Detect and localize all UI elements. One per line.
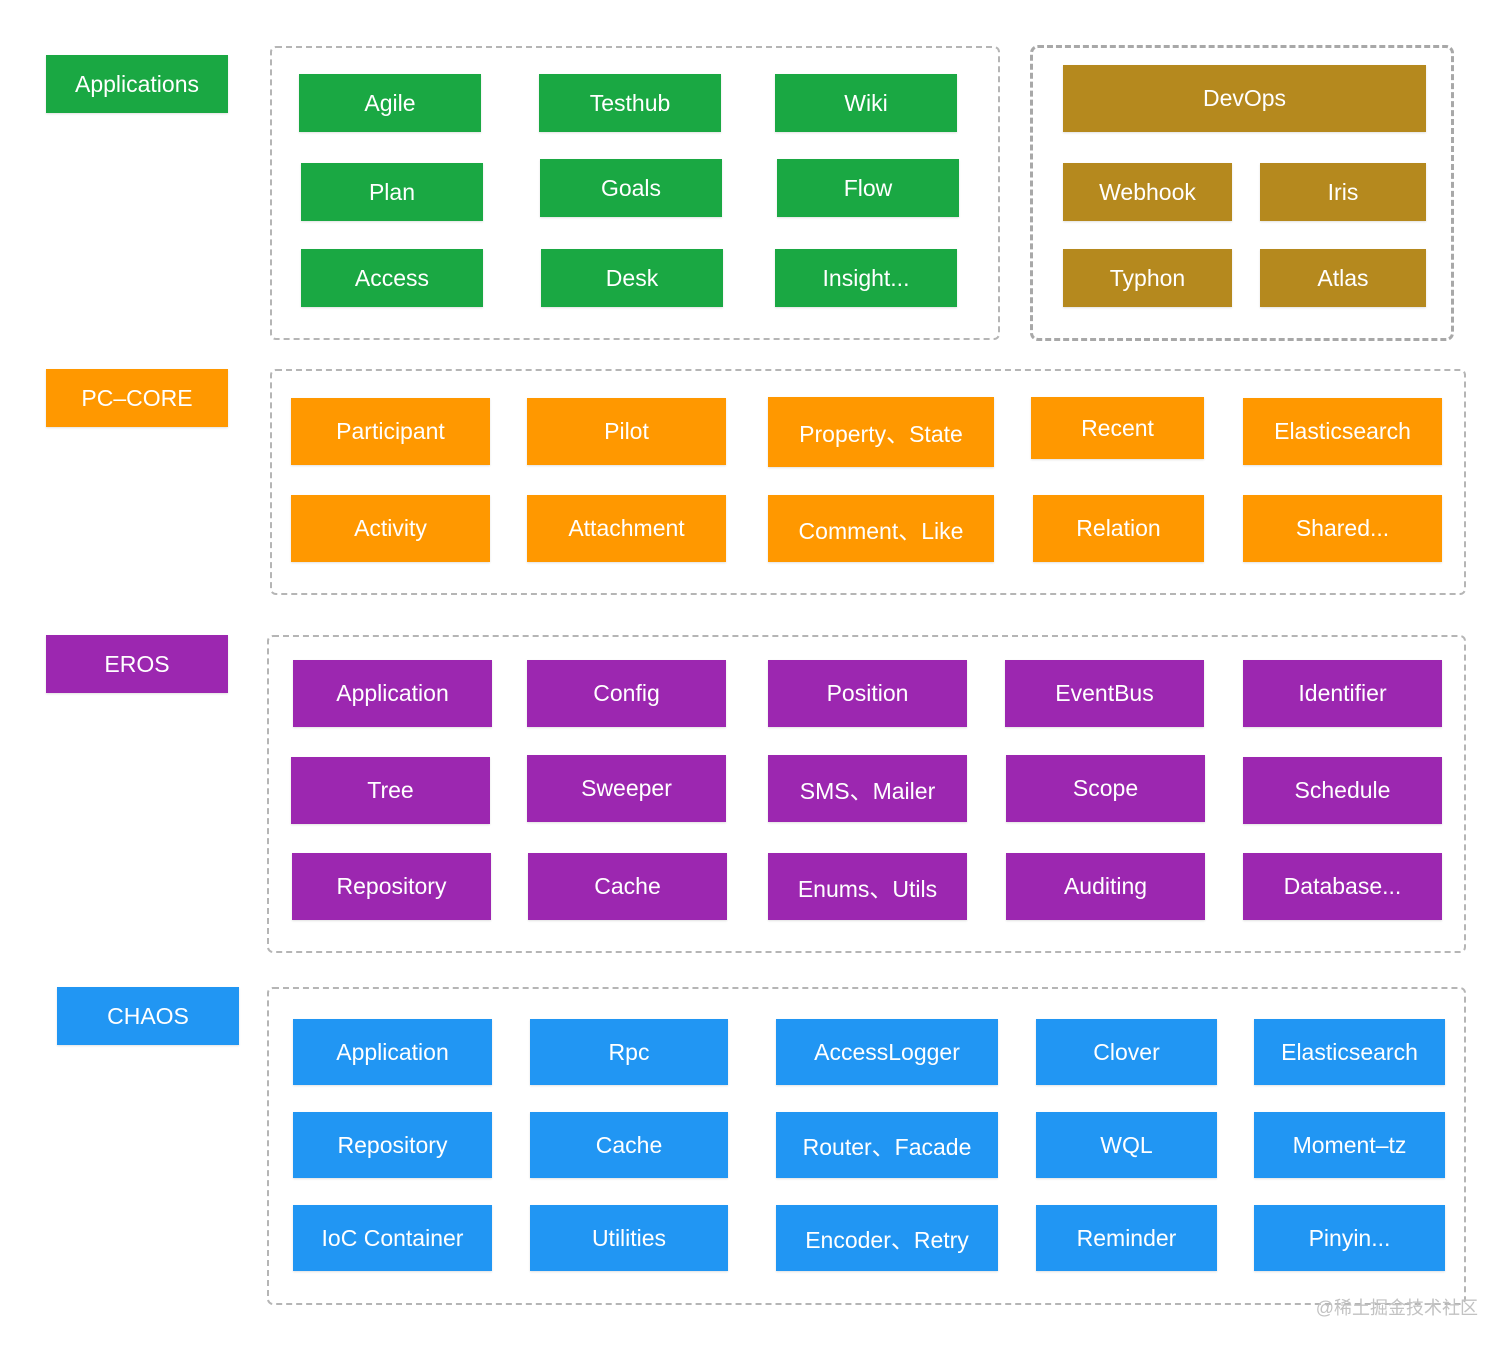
module-attachment: Attachment	[527, 495, 726, 562]
module-eros-application: Application	[293, 660, 492, 727]
module-activity: Activity	[291, 495, 490, 562]
module-auditing: Auditing	[1006, 853, 1205, 920]
module-testhub: Testhub	[539, 74, 721, 132]
watermark: @稀土掘金技术社区	[1315, 1298, 1478, 1318]
module-rpc: Rpc	[530, 1019, 728, 1085]
module-encoder-retry: Encoder、Retry	[776, 1205, 998, 1271]
module-elasticsearch-chaos: Elasticsearch	[1254, 1019, 1445, 1085]
module-eros-cache: Cache	[528, 853, 727, 920]
module-sms-mailer: SMS、Mailer	[768, 755, 967, 822]
module-elasticsearch-core: Elasticsearch	[1243, 398, 1442, 465]
applications-frame	[270, 46, 1000, 340]
module-flow: Flow	[777, 159, 959, 217]
module-iris: Iris	[1260, 163, 1426, 221]
layer-label-chaos: CHAOS	[57, 987, 239, 1045]
layer-label-pc-core: PC–CORE	[46, 369, 228, 427]
module-accesslogger: AccessLogger	[776, 1019, 998, 1085]
module-wiki: Wiki	[775, 74, 957, 132]
module-wql: WQL	[1036, 1112, 1217, 1178]
module-position: Position	[768, 660, 967, 727]
module-relation: Relation	[1033, 495, 1204, 562]
module-typhon: Typhon	[1063, 249, 1232, 307]
module-participant: Participant	[291, 398, 490, 465]
module-pilot: Pilot	[527, 398, 726, 465]
devops-frame	[1030, 45, 1454, 341]
eros-frame	[267, 635, 1466, 953]
module-recent: Recent	[1031, 397, 1204, 459]
module-identifier: Identifier	[1243, 660, 1442, 727]
pc-core-frame	[270, 369, 1466, 595]
module-eventbus: EventBus	[1005, 660, 1204, 727]
module-chaos-application: Application	[293, 1019, 492, 1085]
module-scope: Scope	[1006, 755, 1205, 822]
module-webhook: Webhook	[1063, 163, 1232, 221]
module-goals: Goals	[540, 159, 722, 217]
module-config: Config	[527, 660, 726, 727]
module-eros-repository: Repository	[292, 853, 491, 920]
module-agile: Agile	[299, 74, 481, 132]
module-router-facade: Router、Facade	[776, 1112, 998, 1178]
module-clover: Clover	[1036, 1019, 1217, 1085]
module-shared: Shared...	[1243, 495, 1442, 562]
module-property-state: Property、State	[768, 397, 994, 467]
layer-label-applications: Applications	[46, 55, 228, 113]
module-sweeper: Sweeper	[527, 755, 726, 822]
layer-label-eros: EROS	[46, 635, 228, 693]
module-moment-tz: Moment–tz	[1254, 1112, 1445, 1178]
module-insight: Insight...	[775, 249, 957, 307]
module-utilities: Utilities	[530, 1205, 728, 1271]
module-access: Access	[301, 249, 483, 307]
module-ioc-container: IoC Container	[293, 1205, 492, 1271]
module-chaos-repository: Repository	[293, 1112, 492, 1178]
chaos-frame	[267, 987, 1466, 1305]
module-comment-like: Comment、Like	[768, 495, 994, 562]
module-tree: Tree	[291, 757, 490, 824]
module-schedule: Schedule	[1243, 757, 1442, 824]
module-chaos-cache: Cache	[530, 1112, 728, 1178]
module-database: Database...	[1243, 853, 1442, 920]
module-atlas: Atlas	[1260, 249, 1426, 307]
module-desk: Desk	[541, 249, 723, 307]
module-devops: DevOps	[1063, 65, 1426, 132]
module-pinyin: Pinyin...	[1254, 1205, 1445, 1271]
module-plan: Plan	[301, 163, 483, 221]
module-enums-utils: Enums、Utils	[768, 853, 967, 920]
module-reminder: Reminder	[1036, 1205, 1217, 1271]
